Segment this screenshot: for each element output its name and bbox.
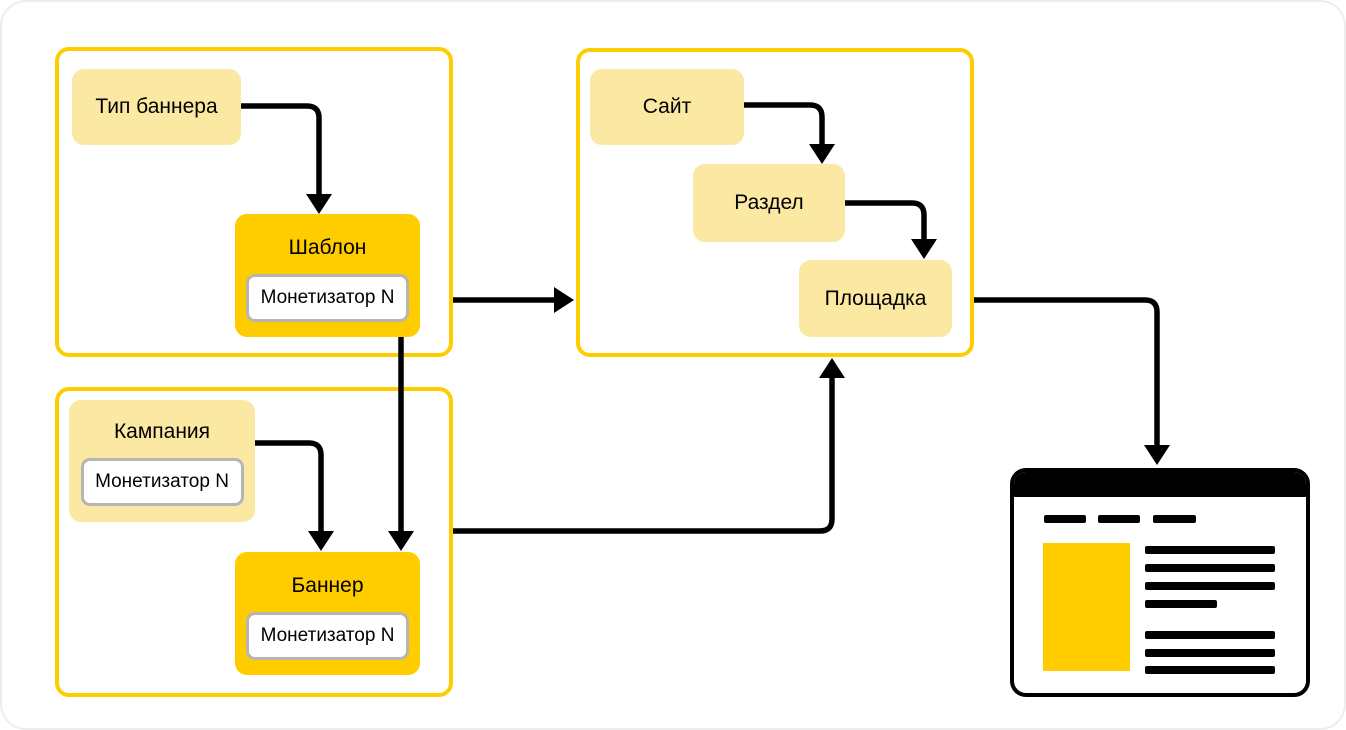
- ad-banner-block: [1043, 543, 1130, 671]
- node-platform: Площадка: [799, 260, 952, 337]
- node-banner-type: Тип баннера: [72, 69, 241, 145]
- nav-dash: [1153, 515, 1196, 523]
- text-line: [1145, 631, 1275, 639]
- node-campaign-label: Кампания: [113, 420, 211, 443]
- text-line: [1145, 582, 1275, 590]
- node-section: Раздел: [693, 164, 845, 242]
- node-template: Шаблон Монетизатор N: [235, 214, 420, 337]
- node-template-label: Шаблон: [288, 236, 367, 259]
- text-line: [1145, 649, 1275, 657]
- node-campaign: Кампания Монетизатор N: [69, 400, 255, 522]
- node-site-label: Сайт: [642, 95, 692, 118]
- nav-dash: [1044, 515, 1086, 523]
- node-banner: Баннер Монетизатор N: [235, 552, 420, 675]
- node-platform-label: Площадка: [824, 286, 927, 310]
- group-site-section-platform: Сайт Раздел Площадка: [576, 48, 974, 357]
- node-banner-type-label: Тип баннера: [95, 95, 218, 118]
- monetizer-chip: Монетизатор N: [246, 612, 409, 660]
- webpage-header-bar: [1014, 472, 1306, 497]
- node-section-label: Раздел: [734, 191, 804, 214]
- group-banner-type-template: Тип баннера Шаблон Монетизатор N: [55, 47, 453, 357]
- node-banner-label: Баннер: [291, 574, 364, 597]
- webpage-body: [1014, 497, 1306, 693]
- nav-dash: [1098, 515, 1140, 523]
- node-site: Сайт: [590, 69, 744, 145]
- text-line: [1145, 600, 1217, 608]
- monetizer-chip: Монетизатор N: [246, 274, 409, 322]
- text-line: [1145, 546, 1275, 554]
- arrow-template-group-to-site-group-icon: [453, 287, 574, 313]
- monetizer-chip: Монетизатор N: [80, 458, 244, 506]
- webpage-illustration: [1010, 468, 1310, 697]
- arrow-platform-group-to-webpage-icon: [974, 297, 1170, 465]
- arrow-banner-group-to-platform-group-icon: [453, 358, 845, 534]
- text-line: [1145, 666, 1275, 674]
- text-line: [1145, 564, 1275, 572]
- group-campaign-banner: Кампания Монетизатор N Баннер Монетизато…: [55, 387, 453, 697]
